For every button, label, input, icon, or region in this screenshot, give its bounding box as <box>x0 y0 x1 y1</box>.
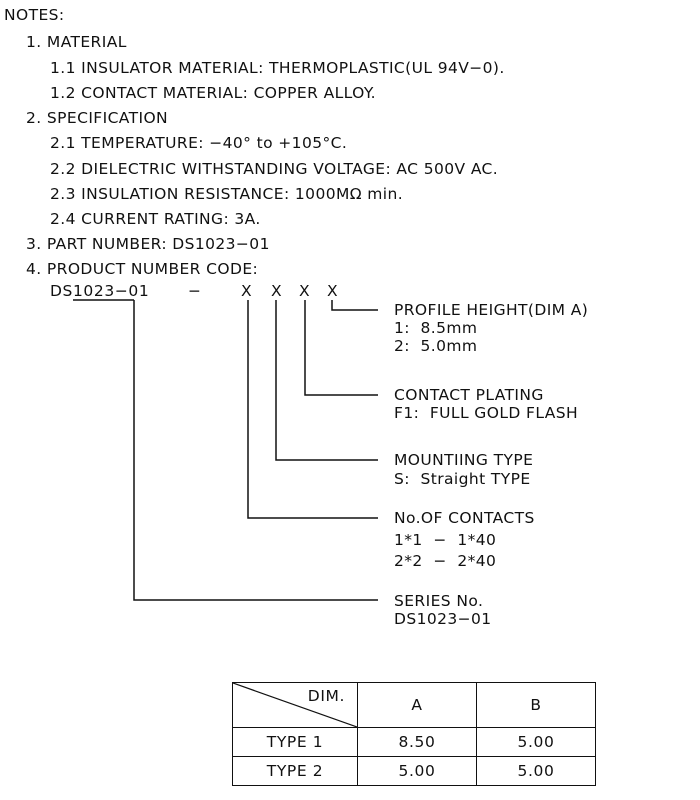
insulation-spec: 2.3 INSULATION RESISTANCE: 1000MΩ min. <box>50 185 404 203</box>
dim-corner-cell: DIM. <box>232 682 358 728</box>
part-number: 3. PART NUMBER: DS1023−01 <box>26 235 270 253</box>
plating-title: CONTACT PLATING <box>394 386 544 404</box>
material-heading: 1. MATERIAL <box>26 33 127 51</box>
dim-corner-label: DIM. <box>307 687 345 705</box>
contacts-opt1: 1*1 − 1*40 <box>394 531 497 549</box>
row-b-cell: 5.00 <box>476 727 596 757</box>
row-b-cell: 5.00 <box>476 756 596 786</box>
code-prefix: DS1023−01 <box>50 282 150 300</box>
profile-title: PROFILE HEIGHT(DIM A) <box>394 301 589 319</box>
series-title: SERIES No. <box>394 592 484 610</box>
code-x-mounting: X <box>271 282 283 300</box>
plating-leader <box>304 300 378 396</box>
mounting-leader <box>275 300 378 461</box>
current-spec: 2.4 CURRENT RATING: 3A. <box>50 210 261 228</box>
contacts-leader <box>247 300 378 519</box>
dimension-table-header: DIM. A B <box>232 682 596 728</box>
dimension-table: DIM. A B TYPE 1 8.50 5.00 TYPE 2 5.00 5.… <box>232 682 596 786</box>
col-b-header: B <box>476 682 596 728</box>
row-type-cell: TYPE 2 <box>232 756 358 786</box>
insulator-material: 1.1 INSULATOR MATERIAL: THERMOPLASTIC(UL… <box>50 59 505 77</box>
profile-leader <box>331 300 378 311</box>
col-a-header: A <box>357 682 477 728</box>
series-opt1: DS1023−01 <box>394 610 492 628</box>
temperature-spec: 2.1 TEMPERATURE: −40° to +105°C. <box>50 134 348 152</box>
profile-opt2: 2: 5.0mm <box>394 337 478 355</box>
contacts-title: No.OF CONTACTS <box>394 509 535 527</box>
corner-diagonal <box>233 683 357 727</box>
profile-opt1: 1: 8.5mm <box>394 319 478 337</box>
code-dash: − <box>188 282 202 300</box>
code-x-plating: X <box>299 282 311 300</box>
specification-heading: 2. SPECIFICATION <box>26 109 169 127</box>
product-code-heading: 4. PRODUCT NUMBER CODE: <box>26 260 259 278</box>
contact-material: 1.2 CONTACT MATERIAL: COPPER ALLOY. <box>50 84 376 102</box>
code-x-profile: X <box>327 282 339 300</box>
mounting-title: MOUNTIING TYPE <box>394 451 534 469</box>
mounting-opt1: S: Straight TYPE <box>394 470 531 488</box>
table-row: TYPE 1 8.50 5.00 <box>232 727 596 757</box>
row-a-cell: 8.50 <box>357 727 477 757</box>
plating-opt1: F1: FULL GOLD FLASH <box>394 404 579 422</box>
contacts-opt2: 2*2 − 2*40 <box>394 552 497 570</box>
code-x-contacts: X <box>241 282 253 300</box>
row-type-cell: TYPE 1 <box>232 727 358 757</box>
table-row: TYPE 2 5.00 5.00 <box>232 756 596 786</box>
notes-title: NOTES: <box>4 6 65 24</box>
series-leader <box>133 300 378 601</box>
row-a-cell: 5.00 <box>357 756 477 786</box>
dielectric-spec: 2.2 DIELECTRIC WITHSTANDING VOLTAGE: AC … <box>50 160 499 178</box>
